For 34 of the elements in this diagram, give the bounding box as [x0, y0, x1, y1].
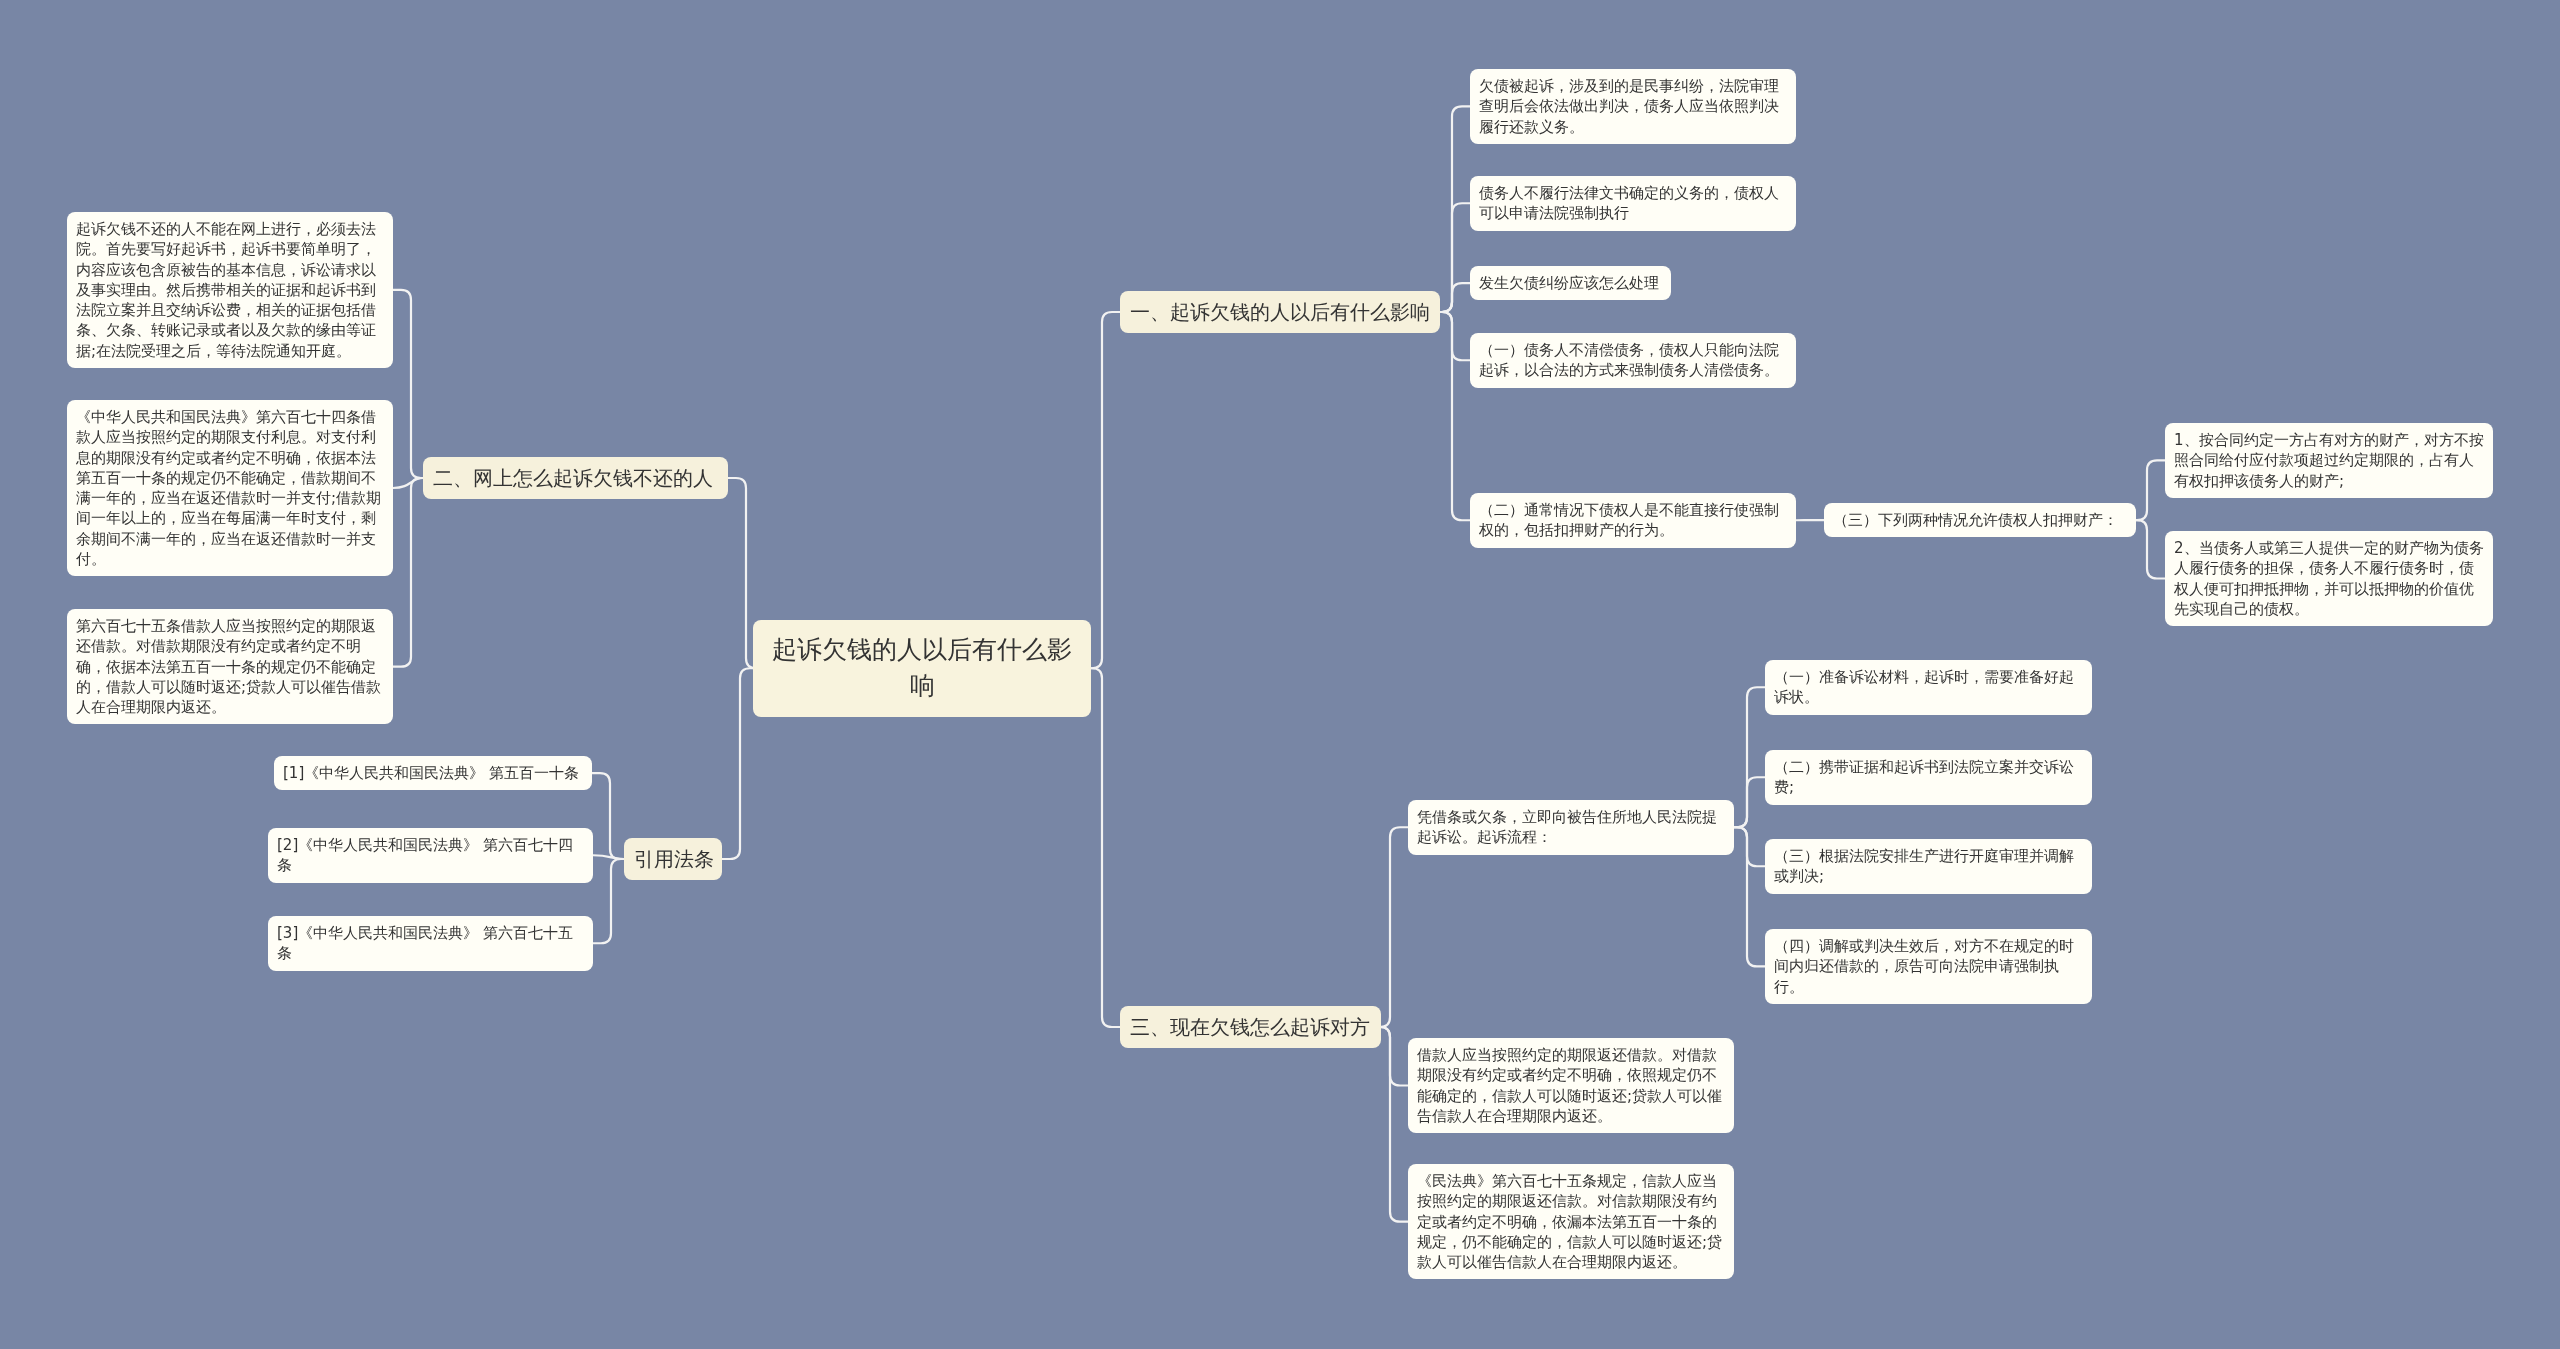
subtopic-box: 2、当债务人或第三人提供一定的财产物为债务人履行债务的担保，债务人不履行债务时，债权人便可扣押抵押物，并可以抵押物的价值优先实现自己的债权。: [2165, 531, 2493, 626]
subtopic-box: [2]《中华人民共和国民法典》 第六百七十四条: [268, 828, 593, 883]
subtopic-box: （四）调解或判决生效后，对方不在规定的时间内归还借款的，原告可向法院申请强制执行。: [1765, 929, 2092, 1004]
connector-line: [1440, 310, 1470, 522]
topic-box: 引用法条: [624, 838, 722, 880]
subtopic-box: 《中华人民共和国民法典》第六百七十四条借款人应当按照约定的期限支付利息。对支付利息的期限没有约定或者约定不明确，依据本法第五百一十条的规定仍不能确定，借款期间不满一年的，应当在返还借款时一并支付;借款期间一年以上的，应当在每届满一年时支付，剩余期间不满一年的，应当在返还借款时一并支付。: [67, 400, 393, 576]
subtopic-box: 起诉欠钱不还的人不能在网上进行，必须去法院。首先要写好起诉书，起诉书要简单明了，内容应该包含原被告的基本信息，诉讼请求以及事实理由。然后携带相关的证据和起诉书到法院立案并且交纳诉讼费，相关的证据包括借条、欠条、转账记录或者以及欠款的缘由等证据;在法院受理之后，等待法院通知开庭。: [67, 212, 393, 368]
connector-line: [722, 667, 753, 861]
connector-line: [1090, 667, 1120, 1029]
subtopic-box: （一）债务人不清偿债务，债权人只能向法院起诉，以合法的方式来强制债务人清偿债务。: [1470, 333, 1796, 388]
subtopic-box: （二）携带证据和起诉书到法院立案并交诉讼费;: [1765, 750, 2092, 805]
connector-line: [2135, 519, 2165, 580]
subtopic-box: [3]《中华人民共和国民法典》 第六百七十五条: [268, 916, 593, 971]
topic-box: 二、网上怎么起诉欠钱不还的人: [423, 457, 728, 499]
subtopic-box: （一）准备诉讼材料，起诉时，需要准备好起诉状。: [1765, 660, 2092, 715]
subtopic-box: （二）通常情况下债权人是不能直接行使强制权的，包括扣押财产的行为。: [1470, 493, 1796, 548]
subtopic-box: （三）根据法院安排生产进行开庭审理并调解或判决;: [1765, 839, 2092, 894]
subtopic-box: [1]《中华人民共和国民法典》 第五百一十条: [274, 756, 592, 791]
topic-box: 一、起诉欠钱的人以后有什么影响: [1120, 291, 1440, 333]
topic-box: 三、现在欠钱怎么起诉对方: [1120, 1006, 1381, 1048]
subtopic-box: 1、按合同约定一方占有对方的财产，对方不按照合同给付应付款项超过约定期限的，占有人有权扣押该债务人的财产;: [2165, 423, 2493, 498]
subtopic-box: 第六百七十五条借款人应当按照约定的期限返还借款。对借款期限没有约定或者约定不明确，依据本法第五百一十条的规定仍不能确定的，借款人可以随时返还;贷款人可以催告借款人在合理期限内返还。: [67, 609, 393, 725]
connector-line: [593, 857, 624, 945]
connector-line: [1796, 519, 1824, 522]
subtopic-box: 借款人应当按照约定的期限返还借款。对借款期限没有约定或者约定不明确，依照规定仍不能确定的，信款人可以随时返还;贷款人可以催告信款人在合理期限内返还。: [1408, 1038, 1734, 1133]
subtopic-box: 《民法典》第六百七十五条规定，信款人应当按照约定的期限返还信款。对信款期限没有约定或者约定不明确，依漏本法第五百一十条的规定，仍不能确定的，信款人可以随时返还;贷款人可以催告信款人在合理期限内返还。: [1408, 1164, 1734, 1280]
subtopic-box: （三）下列两种情况允许债权人扣押财产：: [1824, 503, 2136, 538]
subtopic-box: 欠债被起诉，涉及到的是民事纠纷，法院审理查明后会依法做出判决，债务人应当依照判决履行还款义务。: [1470, 69, 1796, 144]
connector-line: [1734, 826, 1765, 968]
subtopic-box: 凭借条或欠条，立即向被告住所地人民法院提起诉讼。起诉流程：: [1408, 800, 1734, 855]
subtopic-box: 发生欠债纠纷应该怎么处理: [1470, 266, 1671, 301]
central-topic: 起诉欠钱的人以后有什么影响: [753, 620, 1091, 717]
connector-line: [393, 476, 423, 668]
subtopic-box: 债务人不履行法律文书确定的义务的，债权人可以申请法院强制执行: [1470, 176, 1796, 231]
